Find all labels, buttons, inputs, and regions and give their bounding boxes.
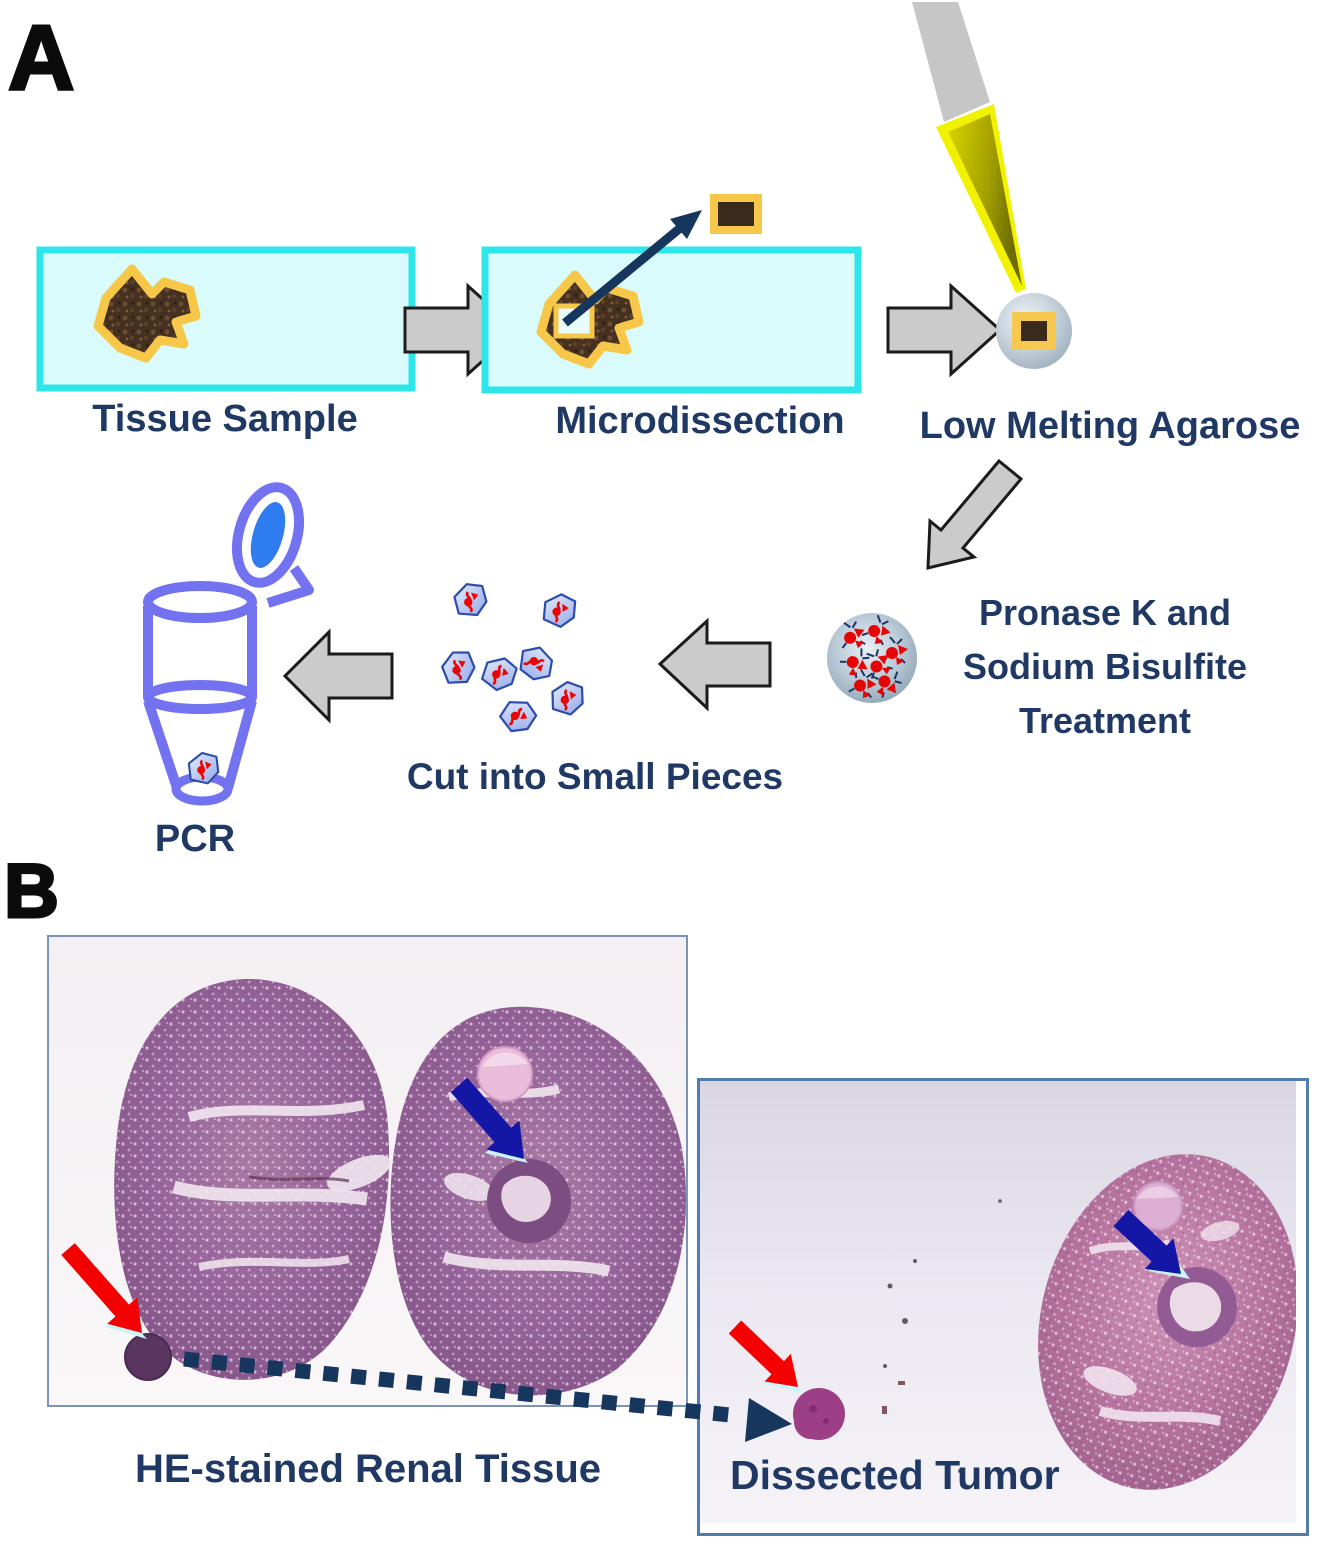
dissected-tumor-piece (793, 1388, 845, 1440)
pcr-tube-icon (143, 482, 314, 806)
low-melting-agarose-label: Low Melting Agarose (919, 405, 1301, 447)
microdissection-label: Microdissection (555, 400, 845, 442)
agarose-bead-icon (996, 293, 1072, 369)
blue-arrow-right-image (1113, 1210, 1190, 1279)
tissue-sample-slide-icon (36, 246, 416, 392)
pipette-icon (912, 2, 1026, 293)
pronase-treatment-label: Pronase K and Sodium Bisulfite Treatment (920, 586, 1290, 748)
panel-a-graphics (36, 2, 1072, 806)
cyst-highlight-dissected (1137, 1186, 1178, 1199)
flow-arrow-down (926, 458, 1024, 570)
he-stained-renal-tissue-image (47, 935, 688, 1407)
dissected-tumor-caption: Dissected Tumor (730, 1452, 1060, 1498)
tumor-right-kidney (487, 1159, 571, 1243)
flow-arrow-left-1 (657, 617, 772, 712)
treated-bead-icon (827, 611, 917, 703)
flow-arrow-left-2 (282, 628, 394, 724)
tumor-site (1157, 1267, 1237, 1347)
panel-b-letter: B (3, 848, 61, 936)
extracted-tissue-piece-icon (710, 194, 762, 234)
right-histology-graphics (700, 1081, 1296, 1523)
red-arrow-right-image (728, 1320, 802, 1393)
left-histology-graphics (49, 937, 686, 1405)
pronase-line-1: Pronase K and (978, 592, 1232, 633)
tissue-pieces-icon (438, 580, 586, 740)
debris-specks (882, 1199, 1002, 1473)
flow-arrow-right-2 (886, 282, 1003, 378)
cut-into-small-pieces-label: Cut into Small Pieces (406, 756, 784, 797)
cyst-highlight (482, 1052, 528, 1067)
pronase-line-3: Treatment (1018, 700, 1192, 741)
panel-a-letter: A (6, 6, 75, 111)
microdissection-arrow-icon (562, 210, 702, 327)
red-arrow-left-image (61, 1243, 147, 1339)
kidney-section-right (390, 1006, 686, 1396)
kidney-section-left (114, 978, 391, 1380)
blue-arrow-left-image (450, 1077, 528, 1163)
pcr-label: PCR (154, 818, 236, 860)
dissected-tumor-image (697, 1078, 1309, 1536)
tissue-sample-label: Tissue Sample (92, 398, 358, 440)
microdissection-slide-icon (481, 246, 862, 394)
kidney-section-dissected (1038, 1154, 1296, 1490)
pronase-line-2: Sodium Bisulfite (962, 646, 1247, 687)
tumor-left-kidney (124, 1333, 172, 1381)
he-stained-caption: HE-stained Renal Tissue (134, 1447, 602, 1491)
